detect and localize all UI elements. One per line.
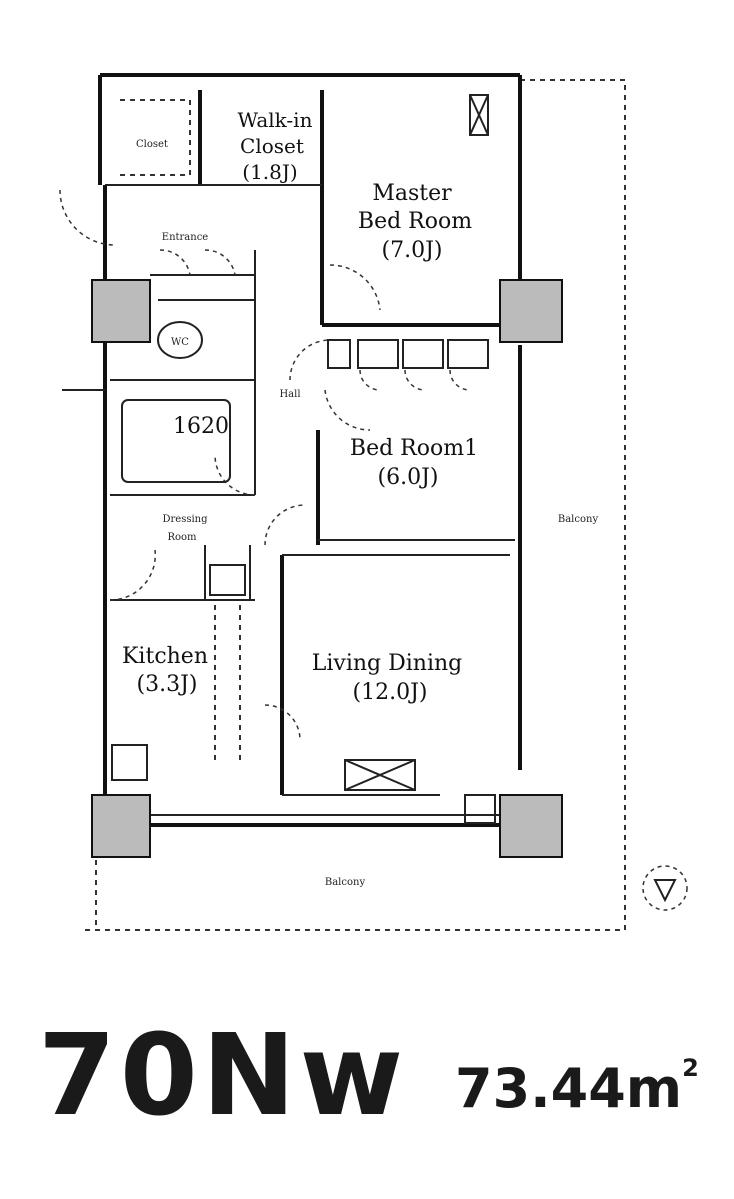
walk-in-closet-size: (1.8J) xyxy=(242,160,297,184)
balcony-outline xyxy=(80,79,626,931)
bedroom1-size: (6.0J) xyxy=(378,465,439,490)
closet-small-label: Closet xyxy=(136,139,168,150)
walk-in-closet-label-1: Walk-in xyxy=(238,108,313,132)
dressing-label-2: Room xyxy=(167,532,197,543)
pillars xyxy=(91,279,563,858)
kitchen-size: (3.3J) xyxy=(137,672,198,697)
unit-code: 70Nw xyxy=(38,1011,408,1141)
master-bedroom-label-1: Master xyxy=(372,181,452,206)
master-bedroom-label-2: Bed Room xyxy=(358,209,472,234)
closet-doors xyxy=(327,339,489,391)
door-swings xyxy=(59,189,381,741)
floor-plan: Walk-in Closet (1.8J) Master Bed Room (7… xyxy=(59,73,688,931)
hall-label: Hall xyxy=(279,389,300,400)
living-dining-size: (12.0J) xyxy=(353,680,428,705)
entrance-label: Entrance xyxy=(162,232,209,243)
bath-label: 1620 xyxy=(173,414,229,439)
fixtures xyxy=(111,94,496,824)
living-dining-label: Living Dining xyxy=(312,651,463,676)
walk-in-closet-label-2: Closet xyxy=(240,134,304,158)
balcony-side-label: Balcony xyxy=(558,514,599,525)
interior-walls xyxy=(105,90,515,796)
unit-area-superscript: 2 xyxy=(682,1054,699,1082)
bedroom1-label: Bed Room1 xyxy=(350,436,478,461)
balcony-bottom-label: Balcony xyxy=(325,877,366,888)
north-compass-icon xyxy=(642,865,688,911)
dressing-label: Dressing xyxy=(162,514,208,525)
unit-area-value: 73.44m xyxy=(455,1057,683,1120)
wc-label: WC xyxy=(171,337,189,348)
kitchen-label: Kitchen xyxy=(122,644,208,669)
master-bedroom-size: (7.0J) xyxy=(382,238,443,263)
unit-area: 73.44m2 xyxy=(455,1056,699,1116)
